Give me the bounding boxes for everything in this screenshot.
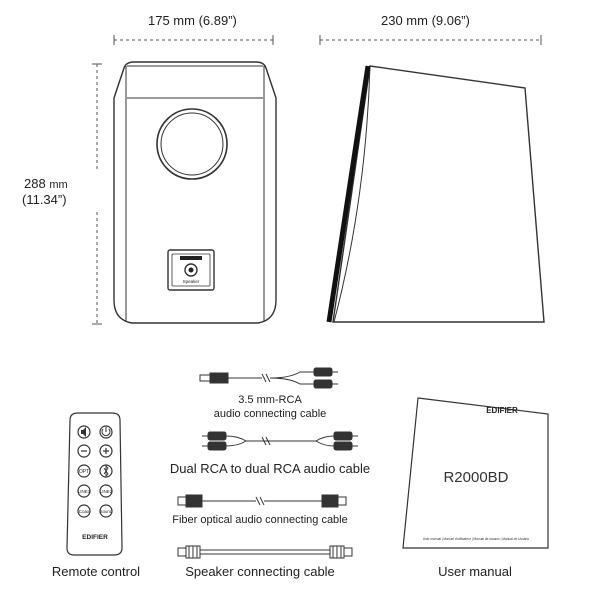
speaker-terminal-panel bbox=[167, 249, 215, 291]
remote-power-button bbox=[99, 425, 113, 439]
remote-sound-button bbox=[99, 504, 113, 518]
remote-coax-label: Coax bbox=[79, 509, 90, 514]
remote-vol-up-button bbox=[99, 444, 113, 458]
cable-dual-rca-caption: Dual RCA to dual RCA audio cable bbox=[169, 461, 371, 476]
height-inches-label: (11.34”) bbox=[22, 192, 67, 207]
manual-model: R2000BD bbox=[443, 469, 508, 486]
remote-opt-button bbox=[77, 464, 91, 478]
cable-fiber-optical-caption: Fiber optical audio connecting cable bbox=[172, 514, 348, 526]
manual-brand-logo: EDIFIER bbox=[486, 406, 518, 415]
speaker-rear-view bbox=[113, 61, 277, 324]
remote-line2-button bbox=[99, 484, 113, 498]
remote-brand-logo: EDIFIER bbox=[82, 534, 108, 541]
remote-line2-label: LINE2 bbox=[100, 489, 113, 494]
remote-opt-label: OPT bbox=[79, 469, 89, 475]
user-manual-caption: User manual bbox=[438, 564, 512, 579]
remote-sound-label: Sound bbox=[100, 509, 113, 514]
remote-vol-down-button bbox=[77, 444, 91, 458]
front-width-dimension-line bbox=[113, 35, 274, 45]
mute-icon bbox=[81, 427, 86, 437]
user-manual bbox=[402, 397, 549, 549]
cable-3-5mm-rca bbox=[199, 367, 338, 389]
remote-control-caption: Remote control bbox=[51, 564, 141, 579]
cable-dual-rca bbox=[202, 431, 358, 451]
cable-3-5mm-rca-caption: 3.5 mm-RCA audio connecting cable bbox=[180, 393, 360, 421]
remote-bluetooth-button bbox=[99, 464, 113, 478]
bluetooth-icon bbox=[103, 464, 109, 478]
manual-footer: User manual | Manuel d'utilisateur | Man… bbox=[423, 537, 529, 541]
power-icon bbox=[101, 428, 111, 437]
remote-line1-button bbox=[77, 484, 91, 498]
cable-3-5mm-rca-name: 3.5 mm-RCA bbox=[238, 394, 302, 406]
side-depth-dimension-line bbox=[319, 35, 542, 45]
cable-fiber-optical bbox=[177, 494, 347, 508]
remote-control bbox=[66, 412, 123, 556]
height-dimension-line bbox=[92, 63, 102, 325]
front-width-label: 175 mm (6.89”) bbox=[148, 13, 237, 28]
remote-coax-button bbox=[77, 504, 91, 518]
cable-speaker bbox=[177, 545, 353, 559]
cable-3-5mm-rca-name-line2: audio connecting cable bbox=[213, 408, 327, 420]
remote-mute-button bbox=[77, 425, 91, 439]
remote-line1-label: LINE1 bbox=[78, 489, 91, 494]
speaker-terminal-label: Speaker bbox=[183, 279, 200, 284]
height-value: 288 bbox=[24, 176, 46, 191]
bass-reflex-port bbox=[156, 108, 228, 180]
side-depth-label: 230 mm (9.06”) bbox=[381, 13, 470, 28]
speaker-side-view bbox=[326, 65, 545, 323]
height-label: 288 mm bbox=[24, 176, 68, 191]
height-unit: mm bbox=[49, 179, 68, 191]
cable-speaker-caption: Speaker connecting cable bbox=[185, 564, 335, 579]
